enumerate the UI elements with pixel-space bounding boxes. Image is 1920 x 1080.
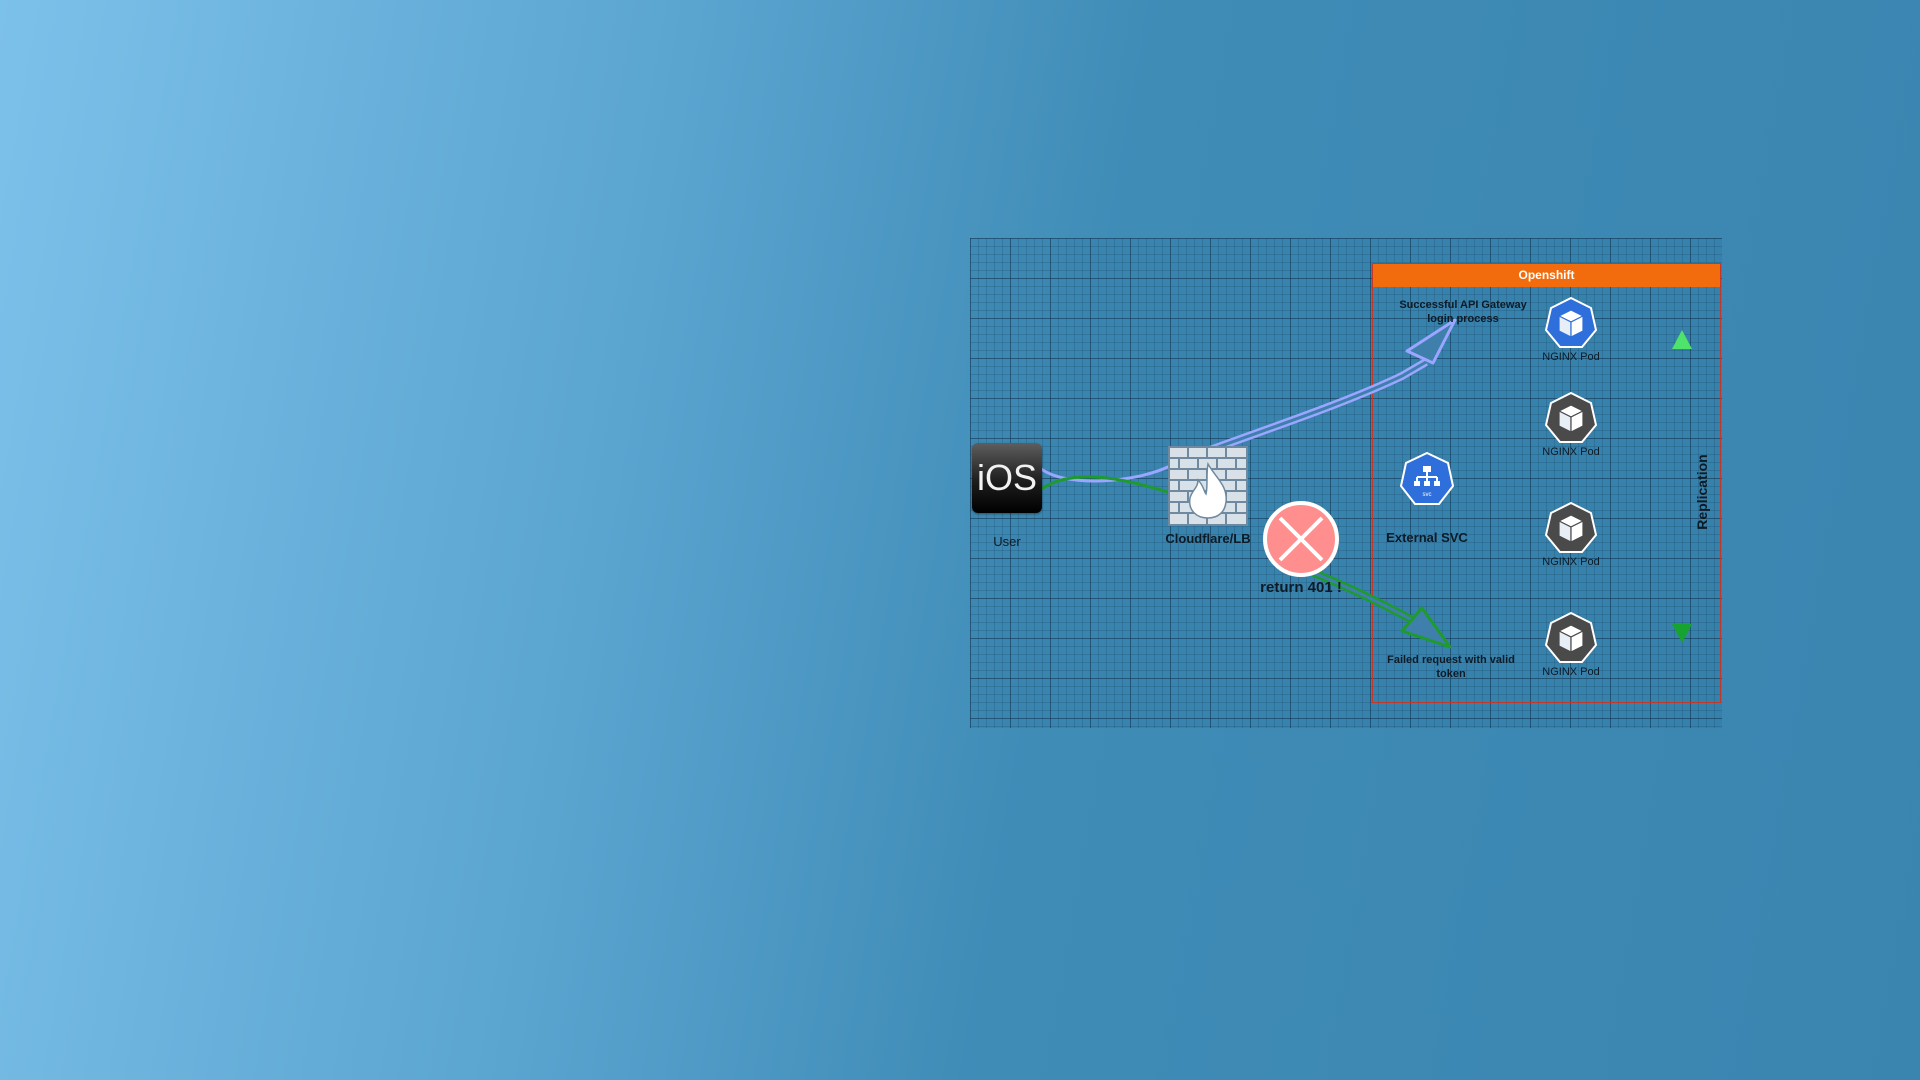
error-label: return 401 ! <box>1260 579 1342 596</box>
failure-note: Failed request with valid token <box>1387 654 1515 680</box>
openshift-header: Openshift <box>1373 264 1720 287</box>
pod-label: NGINX Pod <box>1542 446 1600 458</box>
architecture-diagram: Openshift <box>970 238 1722 728</box>
pod-label: NGINX Pod <box>1542 666 1600 678</box>
replication-label: Replication <box>1694 454 1710 530</box>
success-note: Successful API Gateway login process <box>1399 299 1527 325</box>
error-circle-icon <box>1263 501 1339 577</box>
svg-text:svc: svc <box>1423 492 1432 498</box>
replication-arrow <box>1672 330 1692 643</box>
user-label: User <box>993 534 1021 549</box>
pod-label: NGINX Pod <box>1542 351 1600 363</box>
pod-icon <box>1544 611 1598 663</box>
pod-icon <box>1544 501 1598 553</box>
firewall-icon <box>1168 446 1248 526</box>
pod-icon <box>1544 391 1598 443</box>
pod-icon <box>1544 296 1598 348</box>
service-label: External SVC <box>1386 530 1468 545</box>
ios-logo: iOS <box>972 443 1042 513</box>
diagram-overlay: svc <box>1039 296 1692 663</box>
firewall-label: Cloudflare/LB <box>1165 531 1251 546</box>
pod-label: NGINX Pod <box>1542 556 1600 568</box>
openshift-container: Openshift <box>1372 263 1721 703</box>
service-icon: svc <box>1399 451 1455 505</box>
